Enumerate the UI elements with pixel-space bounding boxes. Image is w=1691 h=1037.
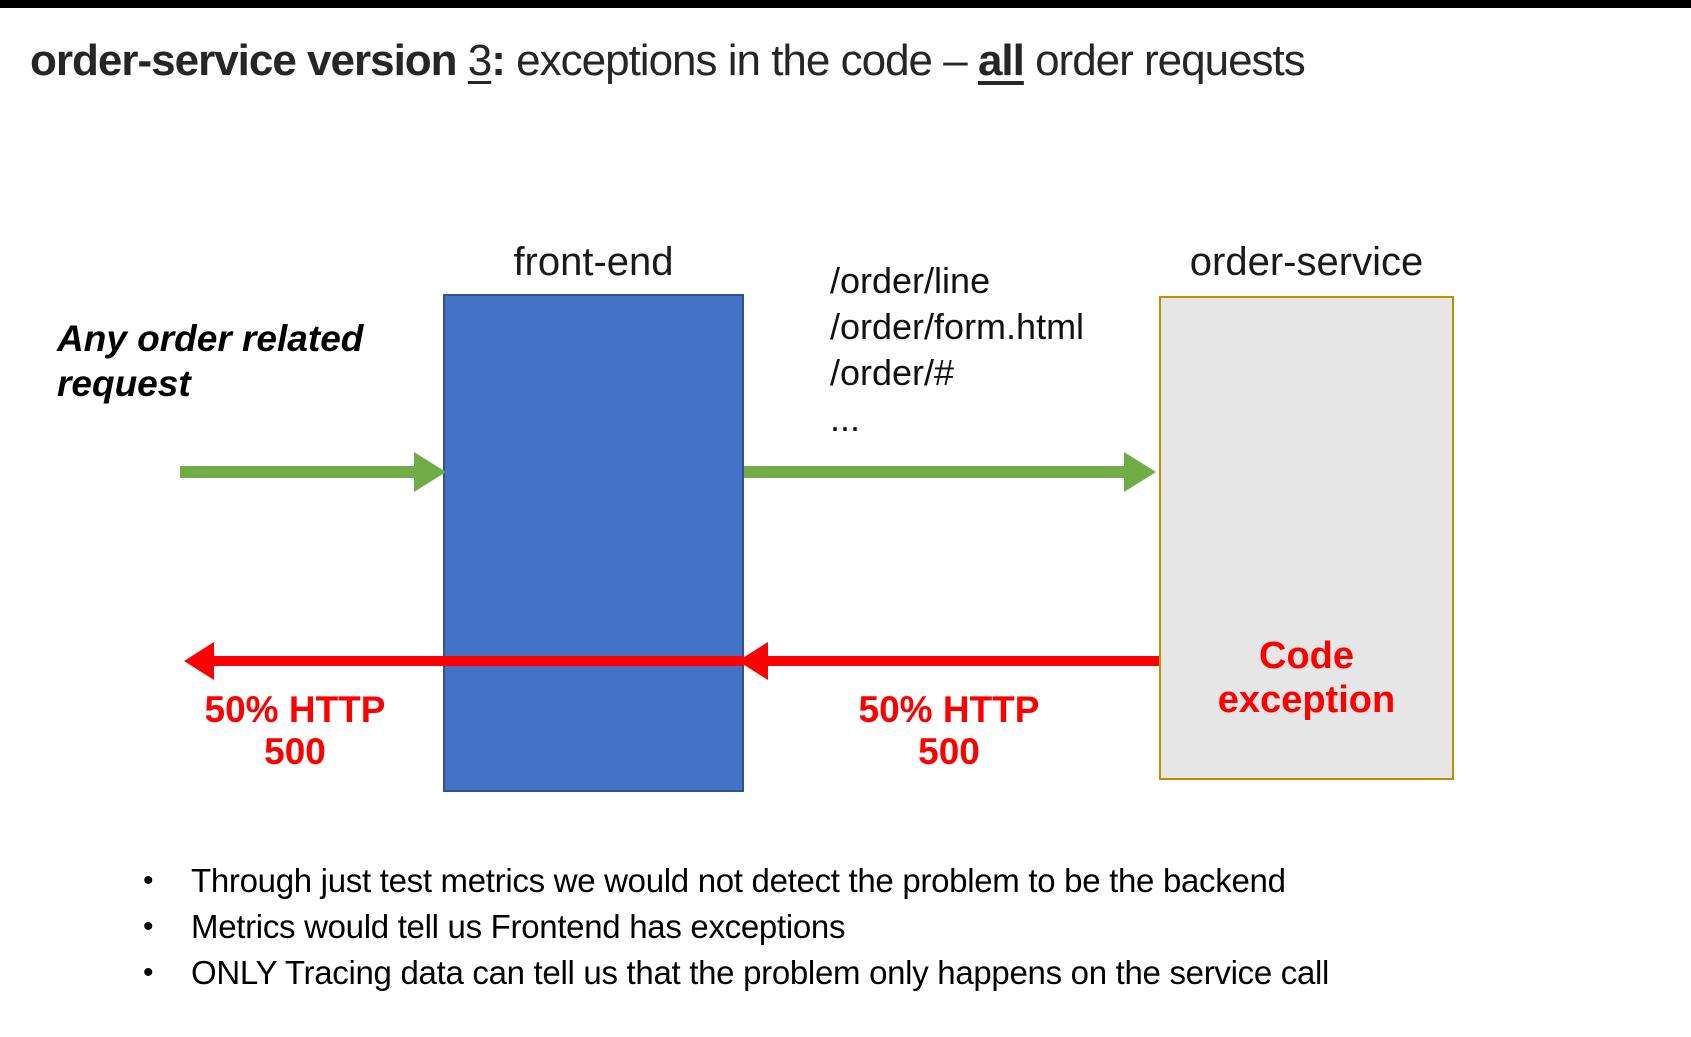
title-segment: order requests: [1023, 36, 1306, 85]
title-segment-all: all: [977, 36, 1025, 85]
bullet-dot: •: [143, 956, 154, 989]
title-segment: exceptions in the code –: [504, 36, 978, 85]
route-item: /order/line: [830, 260, 991, 301]
frontend-box-label: front-end: [513, 240, 674, 284]
notes-bullet-list: • Through just test metrics we would not…: [143, 858, 1329, 996]
green-arrow-frontend-to-orderservice: [744, 452, 1156, 492]
code-exception-label: Code exception: [1161, 634, 1452, 722]
title-segment: order-service version: [30, 36, 468, 85]
any-order-request-label: Any order related request: [57, 316, 363, 406]
bullet-dot: •: [143, 864, 154, 897]
route-item: /order/#: [830, 352, 955, 393]
code-exception-line1: Code: [1259, 635, 1354, 677]
title-segment: :: [491, 36, 506, 85]
title-segment-version-number: 3: [467, 36, 493, 85]
bullet-item: • ONLY Tracing data can tell us that the…: [143, 950, 1329, 996]
route-item-ellipsis: ...: [830, 398, 861, 439]
route-list: /order/line /order/form.html /order/# ..…: [830, 258, 1084, 442]
http-500-label-left: 50% HTTP 500: [204, 689, 386, 772]
route-item: /order/form.html: [830, 306, 1085, 347]
bullet-text: Through just test metrics we would not d…: [191, 862, 1286, 899]
red-arrow-orderservice-to-frontend: [738, 642, 1159, 680]
slide-title: order-service version 3: exceptions in t…: [30, 36, 1306, 86]
bullet-dot: •: [143, 910, 154, 943]
any-order-request-line1: Any order related: [57, 318, 364, 359]
arrow-head: [184, 642, 214, 680]
any-order-request-line2: request: [57, 363, 191, 404]
bullet-text: Metrics would tell us Frontend has excep…: [191, 908, 846, 945]
bullet-item: • Metrics would tell us Frontend has exc…: [143, 904, 1329, 950]
bullet-text: ONLY Tracing data can tell us that the p…: [191, 954, 1330, 991]
arrow-head: [1124, 452, 1156, 492]
bullet-item: • Through just test metrics we would not…: [143, 858, 1329, 904]
order-service-box-label: order-service: [1189, 240, 1424, 284]
top-border-bar: [0, 0, 1691, 8]
http-500-label-right: 50% HTTP 500: [858, 689, 1040, 772]
arrow-head: [414, 452, 446, 492]
frontend-box: [443, 294, 744, 792]
code-exception-line2: exception: [1217, 679, 1396, 721]
order-service-box: Code exception: [1159, 296, 1454, 780]
green-arrow-client-to-frontend: [180, 452, 446, 492]
